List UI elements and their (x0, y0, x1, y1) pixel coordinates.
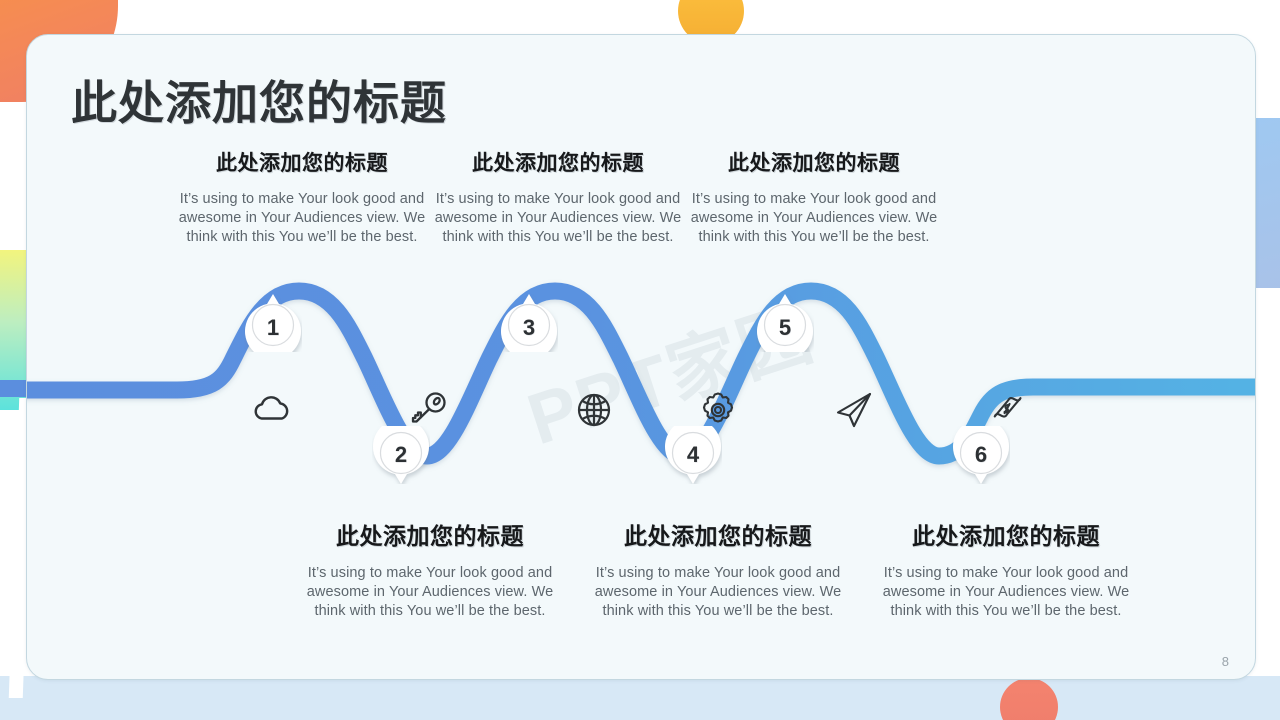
bottom-right-angled-decoration (874, 676, 1280, 720)
step-body-3: It’s using to make Your look good and aw… (434, 191, 682, 246)
step-number-1: 1 (266, 315, 280, 340)
step-marker-5[interactable]: 5 (756, 294, 814, 352)
pin-down-shape-6 (953, 426, 1009, 484)
step-heading-4: 此处添加您的标题 (624, 523, 812, 549)
step-body-4: It’s using to make Your look good and aw… (594, 565, 842, 620)
step-heading-3: 此处添加您的标题 (472, 152, 644, 175)
step-text-block-5: 此处添加您的标题 It’s using to make Your look go… (689, 147, 939, 247)
step-marker-6[interactable]: 6 (952, 426, 1010, 484)
step-text-block-1: 此处添加您的标题 It’s using to make Your look go… (177, 147, 427, 247)
step-heading-2: 此处添加您的标题 (336, 523, 524, 549)
gear-icon (695, 387, 741, 433)
slide-card: 此处添加您的标题 PPT家园 此处添加您的标题 It’s using to ma… (26, 34, 1256, 680)
timeline-wave-path (27, 282, 1255, 465)
step-body-1: It’s using to make Your look good and aw… (178, 191, 426, 246)
key-icon (405, 387, 451, 433)
pin-down-shape-2 (373, 426, 429, 484)
step-text-block-2: 此处添加您的标题 It’s using to make Your look go… (305, 517, 555, 621)
money-bill-icon (985, 387, 1031, 433)
pin-down-shape-4 (665, 426, 721, 484)
step-text-block-3: 此处添加您的标题 It’s using to make Your look go… (433, 147, 683, 247)
step-heading-6: 此处添加您的标题 (912, 523, 1100, 549)
step-text-block-6: 此处添加您的标题 It’s using to make Your look go… (881, 517, 1131, 621)
cloud-icon (249, 387, 295, 433)
step-body-5: It’s using to make Your look good and aw… (690, 191, 938, 246)
step-marker-3[interactable]: 3 (500, 294, 558, 352)
step-marker-2[interactable]: 2 (372, 426, 430, 484)
page-title: 此处添加您的标题 (71, 77, 447, 129)
step-marker-1[interactable]: 1 (244, 294, 302, 352)
step-body-6: It’s using to make Your look good and aw… (882, 565, 1130, 620)
bottom-blue-band-decoration (0, 676, 1010, 720)
step-heading-5: 此处添加您的标题 (728, 152, 900, 175)
step-number-5: 5 (778, 315, 792, 340)
step-marker-4[interactable]: 4 (664, 426, 722, 484)
step-number-4: 4 (686, 442, 700, 467)
step-body-2: It’s using to make Your look good and aw… (306, 565, 554, 620)
page-number: 8 (1221, 654, 1229, 669)
globe-icon (571, 387, 617, 433)
step-number-6: 6 (974, 442, 988, 467)
step-number-2: 2 (394, 442, 408, 467)
step-heading-1: 此处添加您的标题 (216, 152, 388, 175)
pin-up-shape-1 (245, 294, 301, 352)
pin-up-shape-5 (757, 294, 813, 352)
pin-up-shape-3 (501, 294, 557, 352)
step-text-block-4: 此处添加您的标题 It’s using to make Your look go… (593, 517, 843, 621)
coral-circle-decoration (1000, 678, 1058, 720)
paper-plane-icon (831, 387, 877, 433)
step-number-3: 3 (522, 315, 536, 340)
